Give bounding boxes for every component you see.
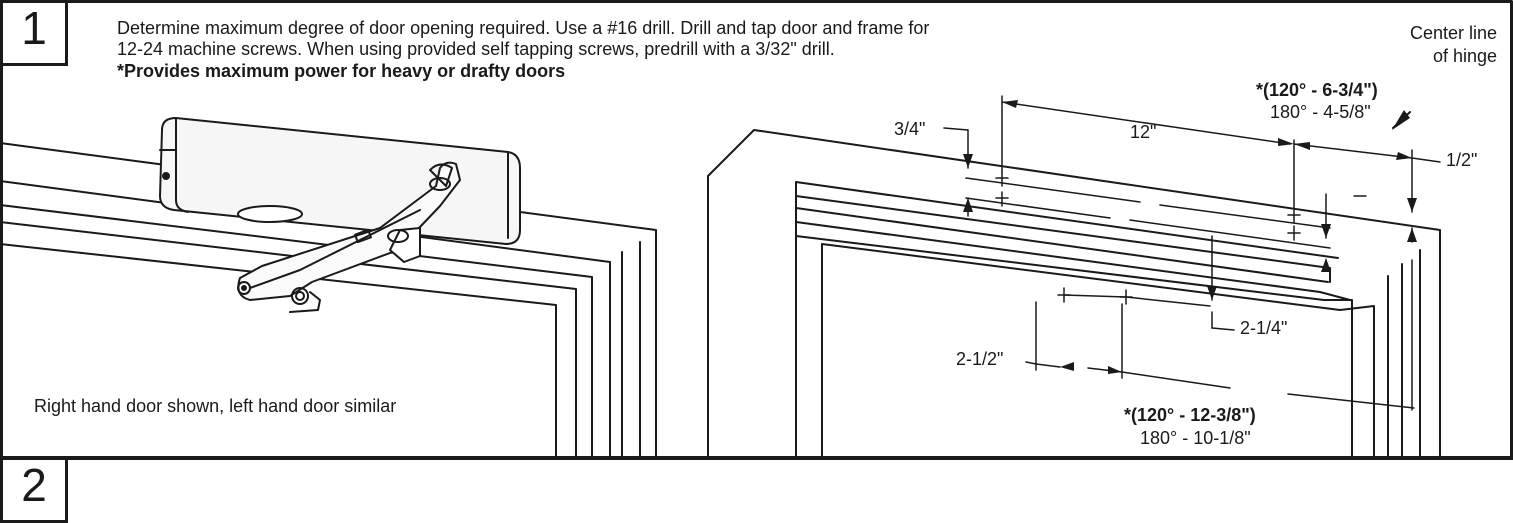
- step1-instruction-line2: 12-24 machine screws. When using provide…: [117, 39, 835, 59]
- center-line-label: Center line: [1409, 23, 1497, 43]
- closer-body: [159, 117, 521, 245]
- dim-120-bottom: *(120° - 12-3/8"): [1124, 405, 1256, 425]
- template-diagram: [707, 95, 1441, 459]
- of-hinge-label: of hinge: [1432, 46, 1497, 66]
- dim-1-2: 1/2": [1446, 150, 1478, 170]
- step-number-2: 2: [0, 457, 68, 523]
- dim-180-bottom: 180° - 10-1/8": [1140, 428, 1251, 448]
- dim-2-1-2: 2-1/2": [956, 349, 1004, 369]
- dim-12: 12": [1130, 122, 1157, 142]
- door-closer-illustration: [0, 117, 657, 459]
- dim-120-top: *(120° - 6-3/4"): [1256, 80, 1378, 100]
- dim-2-1-4: 2-1/4": [1240, 318, 1288, 338]
- instruction-drawing: [0, 0, 1513, 460]
- dim-3-4: 3/4": [894, 119, 926, 139]
- step-number-1: 1: [0, 0, 68, 66]
- dim-180-top: 180° - 4-5/8": [1270, 102, 1371, 122]
- step1-instruction-line1: Determine maximum degree of door opening…: [117, 18, 930, 38]
- hand-caption: Right hand door shown, left hand door si…: [34, 396, 397, 416]
- step1-note: *Provides maximum power for heavy or dra…: [117, 61, 566, 81]
